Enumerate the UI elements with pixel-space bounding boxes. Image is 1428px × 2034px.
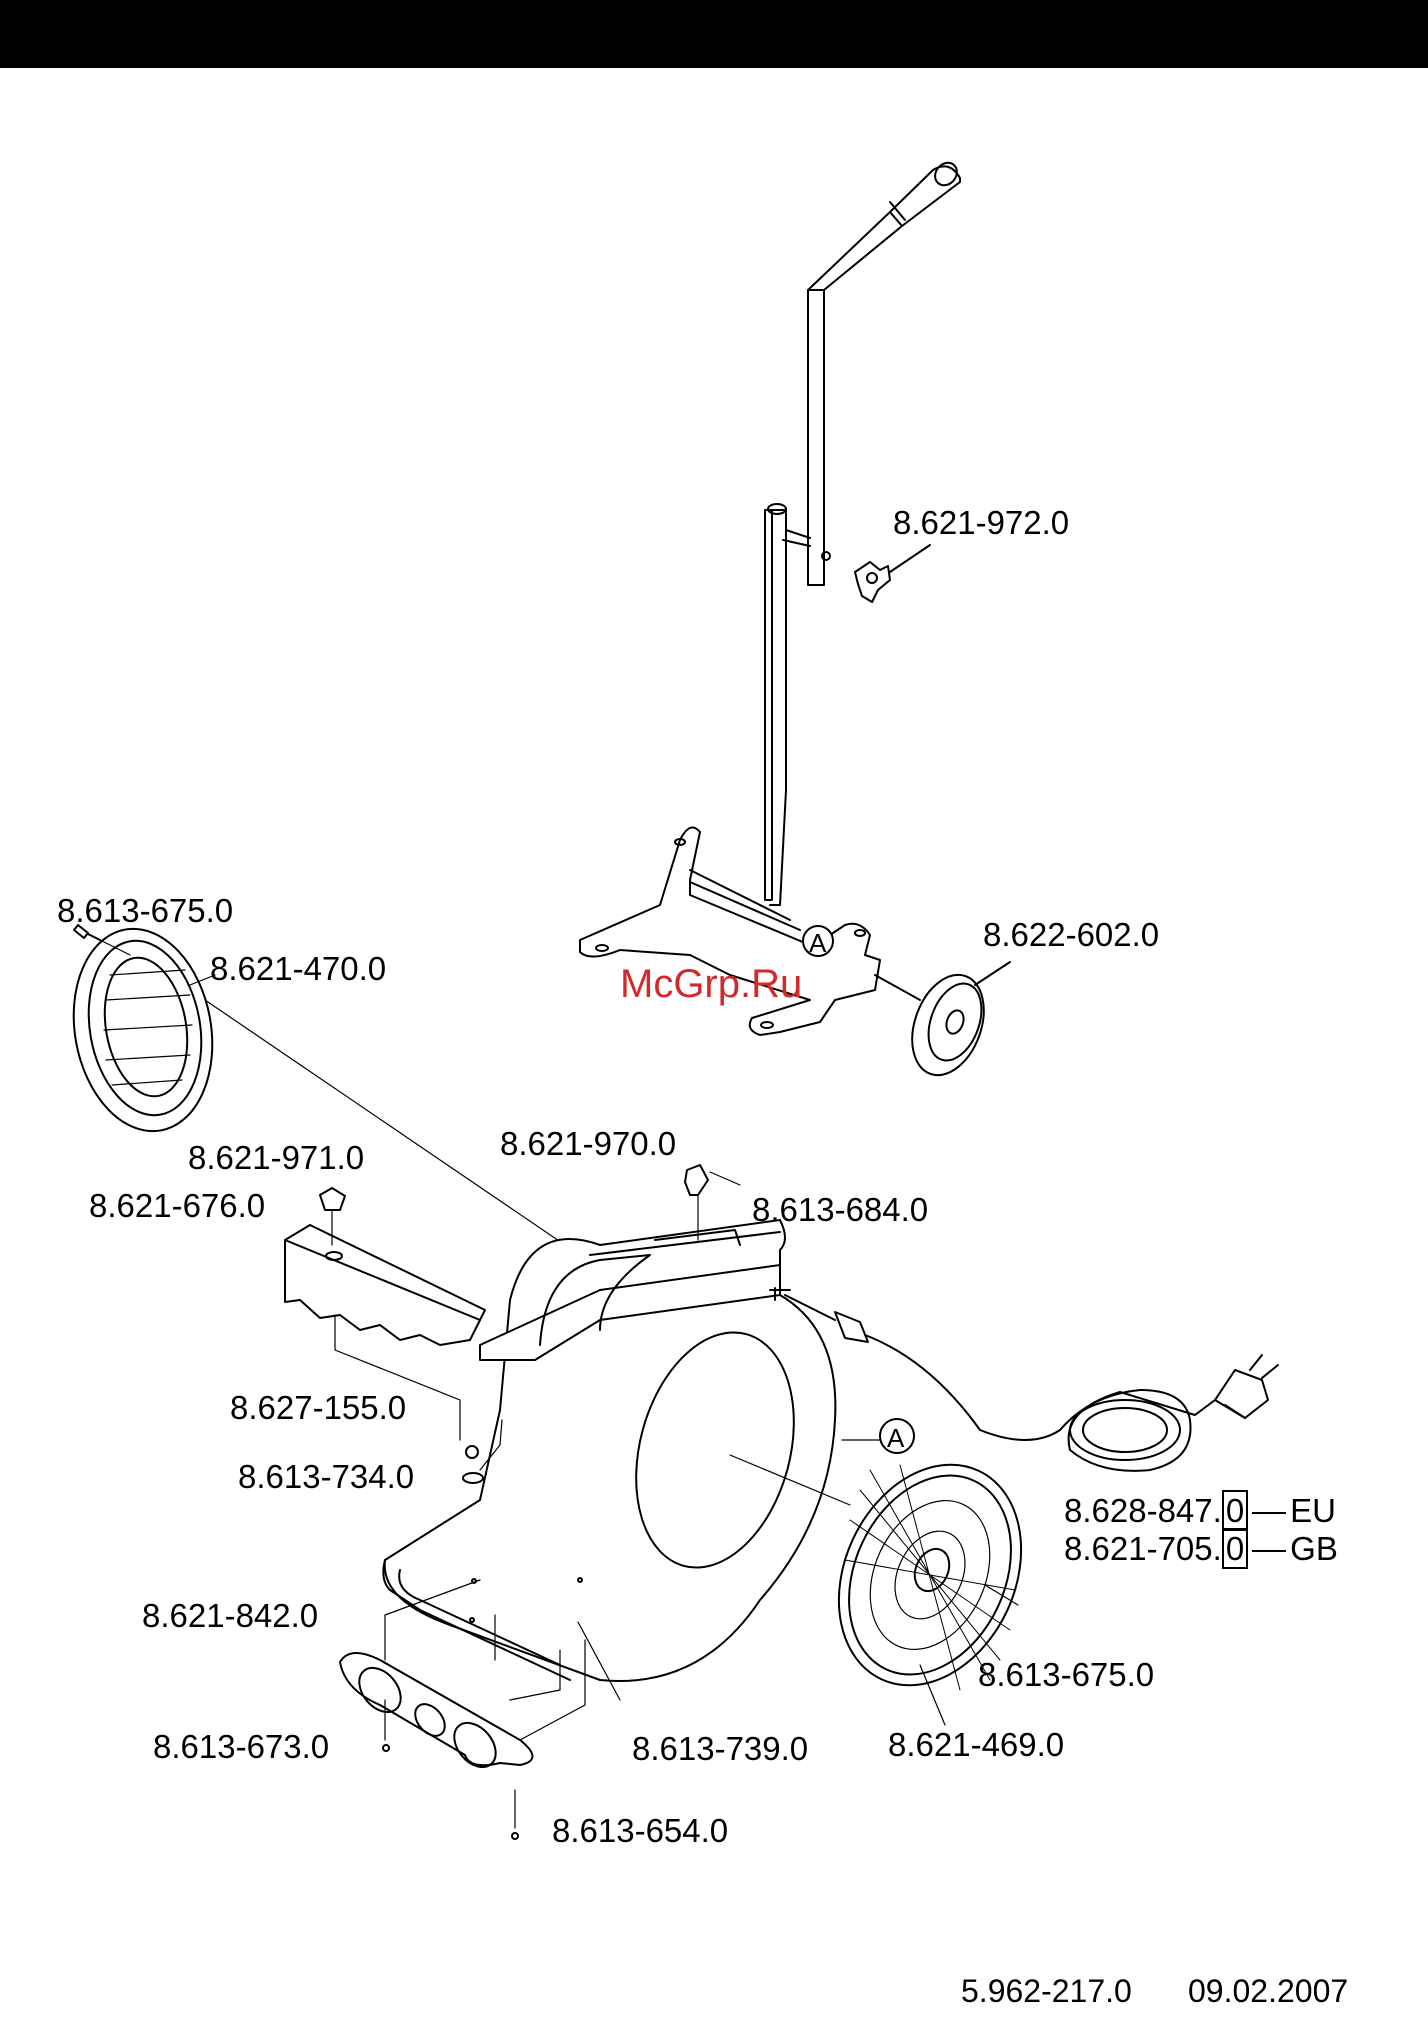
blower-housing: [383, 1220, 835, 1681]
part-label-684: 8.613-684.0: [752, 1192, 928, 1228]
part-label-675-bottom: 8.613-675.0: [978, 1657, 1154, 1693]
cable-gb-code-box: 0: [1222, 1528, 1248, 1569]
part-label-734: 8.613-734.0: [238, 1459, 414, 1495]
leader-972: [890, 545, 930, 572]
part-label-602: 8.622-602.0: [983, 917, 1159, 953]
part-label-676: 8.621-676.0: [89, 1188, 265, 1224]
footer-doc-number: 5.962-217.0: [961, 1973, 1132, 2010]
cable-gb-row: 8.621-705.0 GB: [1064, 1531, 1338, 1567]
part-label-654: 8.613-654.0: [552, 1813, 728, 1849]
marker-a-label: A: [809, 928, 827, 958]
part-label-970: 8.621-970.0: [500, 1126, 676, 1162]
footer-date: 09.02.2007: [1188, 1973, 1348, 2010]
leader-602: [975, 962, 1010, 985]
star-knob-icon: [855, 562, 890, 602]
power-cable-icon: [785, 1295, 1278, 1471]
part-label-971: 8.621-971.0: [188, 1140, 364, 1176]
marker-a-label-2: A: [887, 1423, 905, 1453]
ridged-bracket-icon: [285, 1225, 485, 1345]
cable-gb-code: 8.621-705.: [1064, 1530, 1222, 1567]
cable-eu-code: 8.628-847.: [1064, 1492, 1222, 1529]
watermark: McGrp.Ru: [620, 962, 802, 1007]
knob-971-icon: [320, 1188, 345, 1210]
part-label-470: 8.621-470.0: [210, 951, 386, 987]
part-label-673: 8.613-673.0: [153, 1729, 329, 1765]
foot-rail-icon: [340, 1653, 533, 1775]
grille-ring-icon: [58, 918, 227, 1143]
part-label-469: 8.621-469.0: [888, 1727, 1064, 1763]
cable-eu-code-box: 0: [1222, 1490, 1248, 1531]
part-label-675-top: 8.613-675.0: [57, 893, 233, 929]
cable-eu-connector: [1252, 1512, 1286, 1514]
part-label-155: 8.627-155.0: [230, 1390, 406, 1426]
cable-gb-connector: [1252, 1550, 1286, 1552]
cable-eu-region: EU: [1290, 1492, 1336, 1529]
part-label-842: 8.621-842.0: [142, 1598, 318, 1634]
cable-eu-row: 8.628-847.0 EU: [1064, 1493, 1336, 1529]
knob-970-icon: [685, 1165, 708, 1195]
part-label-739: 8.613-739.0: [632, 1731, 808, 1767]
cable-gb-region: GB: [1290, 1530, 1338, 1567]
part-label-972: 8.621-972.0: [893, 505, 1069, 541]
